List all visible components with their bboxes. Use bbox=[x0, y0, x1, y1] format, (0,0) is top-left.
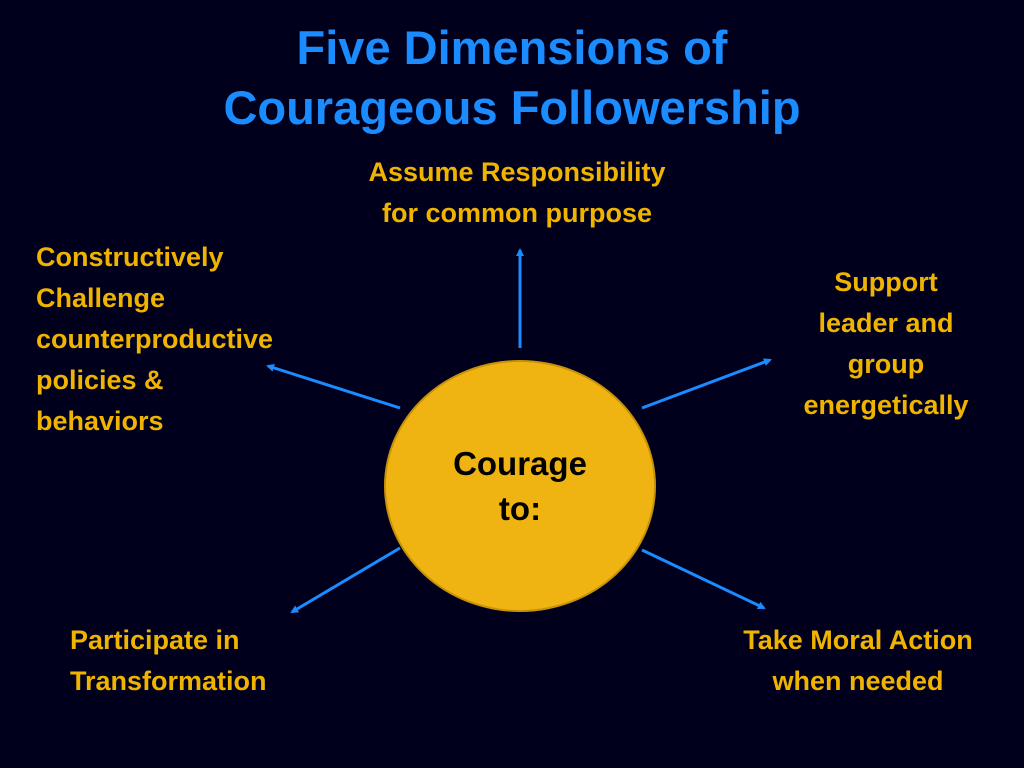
dimension-take-moral-action: Take Moral Action when needed bbox=[710, 620, 1006, 702]
center-circle bbox=[384, 360, 656, 612]
dimension-right-line-4: energetically bbox=[803, 390, 969, 420]
arrow-lower-right bbox=[641, 548, 766, 610]
slide-title: Five Dimensions of Courageous Followersh… bbox=[0, 18, 1024, 138]
arrow-upper-right bbox=[641, 358, 772, 410]
dimension-support-leader: Support leader and group energetically bbox=[766, 262, 1006, 426]
slide-title-line-1: Five Dimensions of bbox=[296, 21, 728, 74]
center-label: Courage to: bbox=[384, 441, 656, 531]
dimension-bottom-left-line-2: Transformation bbox=[70, 666, 267, 696]
dimension-left-line-1: Constructively bbox=[36, 242, 224, 272]
dimension-right-line-3: group bbox=[847, 349, 925, 379]
dimension-participate-transformation: Participate in Transformation bbox=[70, 620, 350, 702]
slide-title-line-2: Courageous Followership bbox=[223, 81, 801, 134]
dimension-assume-responsibility: Assume Responsibility for common purpose bbox=[262, 152, 772, 234]
dimension-top-line-2: for common purpose bbox=[381, 198, 652, 228]
dimension-constructively-challenge: Constructively Challenge counterproducti… bbox=[36, 237, 336, 442]
dimension-left-line-4: policies & bbox=[36, 365, 164, 395]
dimension-left-line-3: counterproductive bbox=[36, 324, 274, 354]
center-label-line-1: Courage bbox=[453, 445, 587, 482]
arrow-upper-left bbox=[266, 364, 401, 410]
dimension-right-line-2: leader and bbox=[818, 308, 954, 338]
dimension-bottom-right-line-2: when needed bbox=[772, 666, 944, 696]
dimension-top-line-1: Assume Responsibility bbox=[368, 157, 666, 187]
dimension-right-line-1: Support bbox=[834, 267, 938, 297]
dimension-bottom-right-line-1: Take Moral Action bbox=[743, 625, 973, 655]
dimension-left-line-5: behaviors bbox=[36, 406, 164, 436]
center-label-line-2: to: bbox=[498, 490, 542, 527]
arrow-lower-left bbox=[290, 546, 401, 614]
dimension-left-line-2: Challenge bbox=[36, 283, 166, 313]
dimension-bottom-left-line-1: Participate in bbox=[70, 625, 240, 655]
